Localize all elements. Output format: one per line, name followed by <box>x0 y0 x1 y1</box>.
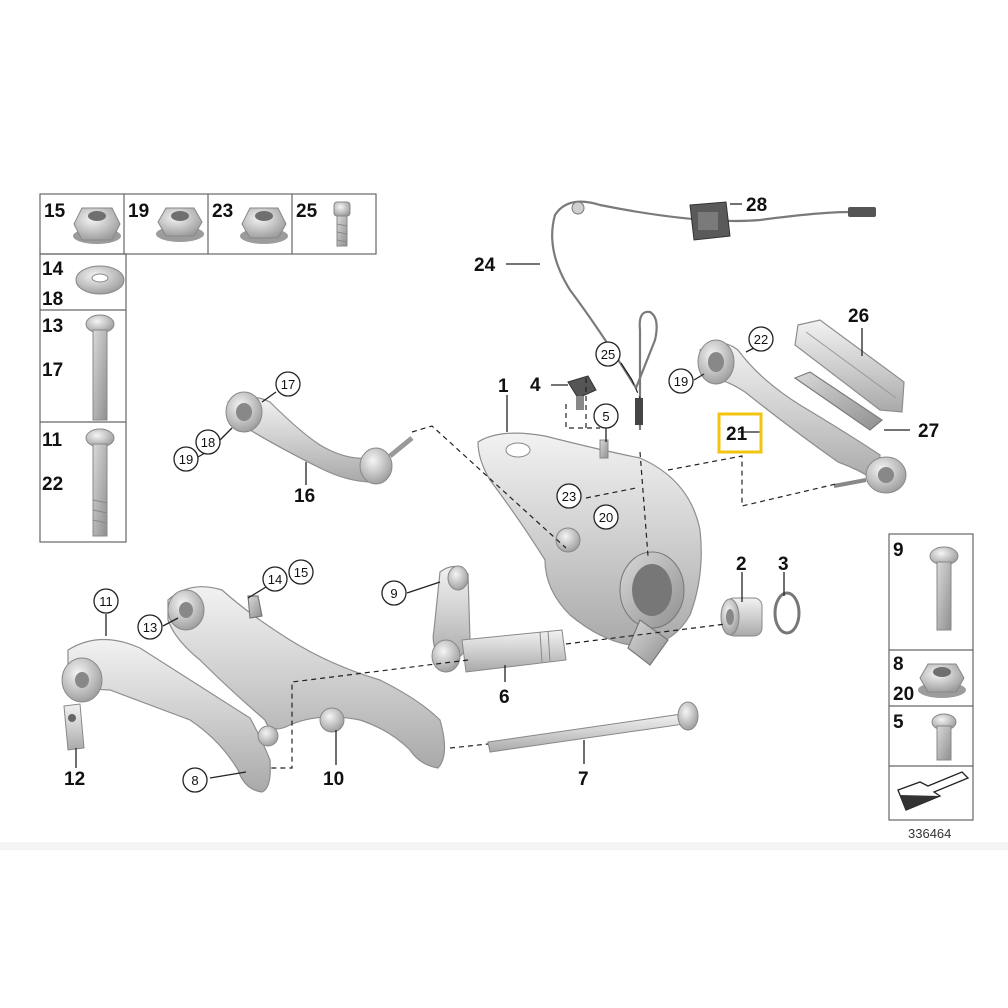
bolt-5-icon <box>931 713 957 761</box>
circle-label-22: 22 <box>754 332 768 347</box>
circle-label-19-right: 19 <box>674 374 688 389</box>
circle-label-11: 11 <box>99 594 113 609</box>
circled-callouts: 8 9 11 13 14 15 17 18 19 19 20 22 23 25 … <box>93 326 774 793</box>
label-28: 28 <box>746 195 767 216</box>
lock-washer-icon <box>75 265 125 295</box>
diagram-reference-number: 336464 <box>908 826 951 841</box>
socket-bolt-25-icon <box>333 201 351 247</box>
legend-label-18: 18 <box>42 289 63 310</box>
legend-label-5: 5 <box>893 712 904 733</box>
sensor-4 <box>567 375 597 410</box>
legend-label-23: 23 <box>212 201 233 222</box>
control-arm-16 <box>225 391 414 485</box>
front-direction-arrow-icon <box>897 771 970 811</box>
hex-bolt-11-icon <box>85 428 115 537</box>
label-2: 2 <box>736 554 747 575</box>
hex-bolt-13-icon <box>85 314 115 421</box>
circle-label-5: 5 <box>602 409 609 424</box>
flange-nut-15-icon <box>73 207 121 244</box>
bracket-12 <box>63 703 85 751</box>
circle-label-23: 23 <box>562 489 576 504</box>
background-band <box>0 842 1008 850</box>
label-4: 4 <box>530 375 541 396</box>
legend-label-17: 17 <box>42 360 63 381</box>
label-12: 12 <box>64 769 85 790</box>
label-7: 7 <box>578 769 589 790</box>
label-24: 24 <box>474 255 496 276</box>
legend-label-13: 13 <box>42 316 63 337</box>
highlight-label-21: 21 <box>717 412 763 454</box>
wheel-carrier-1 <box>477 432 702 666</box>
fastener-legend-right: 9 8 20 5 <box>888 533 974 821</box>
fastener-legend-left: 15 19 23 25 14 18 13 17 11 22 <box>39 193 377 543</box>
assembly-dashed-lines <box>268 378 837 769</box>
circle-label-9: 9 <box>390 586 397 601</box>
circle-label-17: 17 <box>281 377 295 392</box>
legend-label-25: 25 <box>296 201 318 222</box>
label-1: 1 <box>498 376 509 397</box>
legend-label-19: 19 <box>128 201 149 222</box>
flange-nut-8-icon <box>918 663 966 698</box>
legend-label-22: 22 <box>42 474 63 495</box>
part-labels: 1 2 3 4 6 7 10 12 16 24 26 27 28 <box>64 195 939 790</box>
label-10: 10 <box>323 769 344 790</box>
flange-nut-19-icon <box>156 207 204 242</box>
lower-arm-10 <box>61 586 446 793</box>
label-6: 6 <box>499 687 510 708</box>
circle-label-13: 13 <box>143 620 157 635</box>
label-26: 26 <box>848 306 869 327</box>
o-ring-3 <box>773 591 801 635</box>
flange-nut-23-icon <box>240 207 288 244</box>
circle-label-15: 15 <box>294 565 308 580</box>
circle-label-19-left: 19 <box>179 452 193 467</box>
cable-clip-28 <box>689 201 731 241</box>
control-arm-21 <box>697 339 907 494</box>
legend-label-20: 20 <box>893 684 914 705</box>
label-3: 3 <box>778 554 789 575</box>
legend-label-11: 11 <box>42 430 63 451</box>
sensor-cable <box>551 200 876 430</box>
control-arm-26-27 <box>793 319 905 431</box>
highlight-box <box>717 412 763 454</box>
legend-label-9: 9 <box>893 540 904 561</box>
bearing-bushing-2 <box>720 597 763 637</box>
label-16: 16 <box>294 486 315 507</box>
circle-label-25: 25 <box>601 347 615 362</box>
label-21: 21 <box>726 424 748 445</box>
legend-label-14: 14 <box>42 259 64 280</box>
circle-label-20: 20 <box>599 510 613 525</box>
label-27: 27 <box>918 421 939 442</box>
circle-label-8: 8 <box>191 773 198 788</box>
bolt-5 <box>599 439 609 459</box>
shaft-6 <box>461 629 567 673</box>
legend-label-8: 8 <box>893 654 904 675</box>
hex-bolt-9-icon <box>929 546 959 631</box>
circle-label-14: 14 <box>268 572 282 587</box>
long-bolt-7 <box>487 701 699 753</box>
legend-label-15: 15 <box>44 201 66 222</box>
circle-label-18: 18 <box>201 435 215 450</box>
leader-lines <box>75 203 910 779</box>
